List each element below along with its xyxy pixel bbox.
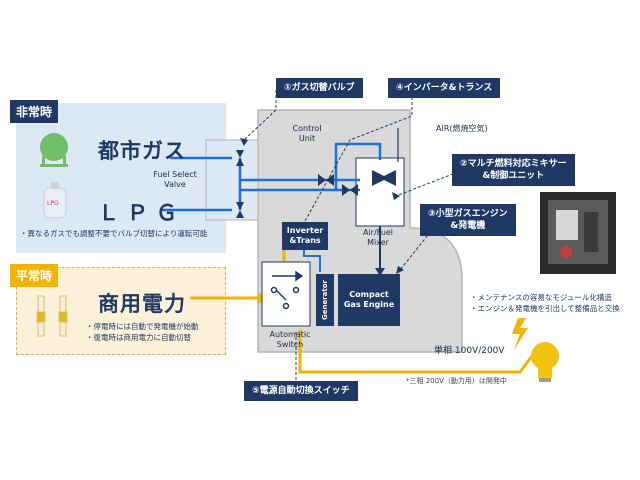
mixer-label: Air/Fuel Mixer <box>362 228 394 247</box>
feature-1: ・メンテナンスの容易なモジュール化構造 <box>470 293 612 302</box>
city-gas-tank-icon <box>40 133 68 167</box>
light-bulb-icon <box>531 342 559 382</box>
emergency-panel <box>16 103 226 253</box>
three-phase-note: *三相 200V（動力用）は開発中 <box>406 377 507 385</box>
power-lines <box>190 250 534 374</box>
power-note-2: ・復電時は商用電力に自動切替 <box>86 333 191 342</box>
switch-box <box>261 261 311 327</box>
air-label: AIR(燃焼空気) <box>436 124 488 133</box>
callout-auto-switch: ⑤電源自動切換スイッチ <box>244 381 358 401</box>
gas-engine-box: Compact Gas Engine <box>338 274 400 326</box>
inverter-box: Inverter &Trans <box>282 222 328 250</box>
generator-box: Generator <box>316 274 334 326</box>
feature-2: ・エンジン＆発電機を引出して整備品と交換 <box>470 304 620 313</box>
callout-mixer: ②マルチ燃料対応ミキサー &制御ユニット <box>452 154 575 186</box>
lpg-label: ＬＰＧ <box>98 201 185 225</box>
automatic-switch-label: Automatic Switch <box>269 330 311 349</box>
power-note-1: ・停電時には自動で発電機が始動 <box>86 322 199 331</box>
valves <box>236 150 396 218</box>
normal-label: 平常時 <box>10 264 59 287</box>
callout-engine: ③小型ガスエンジン &発電機 <box>420 204 516 236</box>
callout-inverter: ④インバータ&トランス <box>388 78 501 98</box>
mixer-box <box>355 157 405 227</box>
fuse-icons <box>36 295 68 337</box>
lightning-icon <box>512 318 528 350</box>
emergency-label: 非常時 <box>10 100 59 123</box>
commercial-power-label: 商用電力 <box>98 292 186 316</box>
lpg-cylinder-icon <box>43 182 67 219</box>
generator-label: Generator <box>321 279 330 321</box>
callout-gas-valve: ①ガス切替バルブ <box>276 78 363 98</box>
single-phase-label: 単相 100V/200V <box>434 346 505 356</box>
control-unit-label: Control Unit <box>292 124 322 143</box>
lpg-tank-label: LPG <box>47 200 59 207</box>
generator-photo <box>540 192 616 274</box>
city-gas-label: 都市ガス <box>98 139 186 163</box>
fuel-select-valve-label: Fuel Select Valve <box>153 170 197 189</box>
fuel-note: ・異なるガスでも調整不要でバルブ切替により運転可能 <box>20 229 208 238</box>
